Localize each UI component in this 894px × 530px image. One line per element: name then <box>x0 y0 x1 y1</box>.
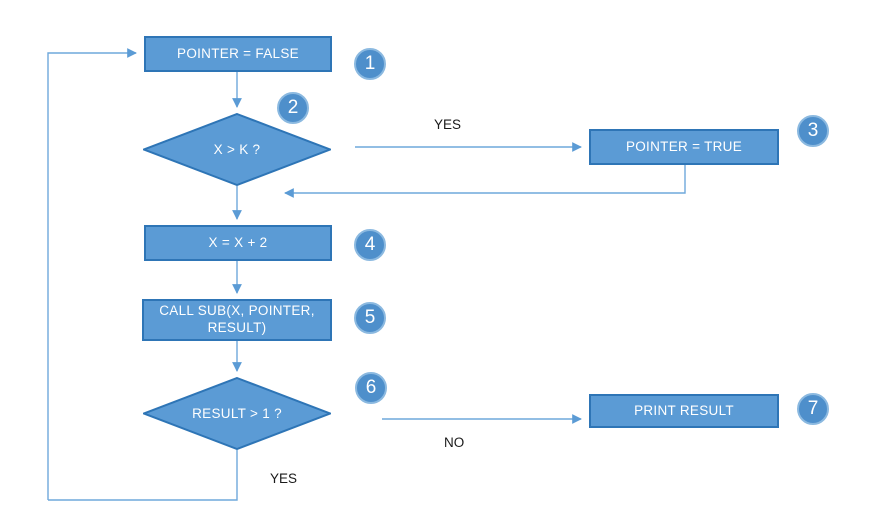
step-badge-number: 5 <box>364 307 376 328</box>
step-badge-7: 7 <box>797 393 829 425</box>
node-call-sub[interactable]: CALL SUB(X, POINTER, RESULT) <box>142 299 332 341</box>
step-badge-number: 1 <box>364 53 376 74</box>
step-badge-number: 2 <box>287 97 299 118</box>
edge-n3-return <box>284 165 686 198</box>
node-x-plus-2[interactable]: X = X + 2 <box>144 225 332 261</box>
node-label: POINTER = FALSE <box>177 45 299 61</box>
node-label: X = X + 2 <box>208 234 268 250</box>
edge-loop-return <box>47 48 137 500</box>
node-label: PRINT RESULT <box>634 402 734 418</box>
diamond-shape <box>143 377 331 450</box>
step-badge-number: 6 <box>365 377 377 398</box>
node-label: POINTER = TRUE <box>625 138 743 154</box>
step-badge-number: 4 <box>364 234 376 255</box>
step-badge-2: 2 <box>277 92 309 124</box>
node-label: CALL SUB(X, POINTER, RESULT) <box>159 303 315 335</box>
step-badge-number: 7 <box>807 398 819 419</box>
node-print-result[interactable]: PRINT RESULT <box>589 394 779 428</box>
step-badge-3: 3 <box>797 115 829 147</box>
edge-label-yes-loop: YES <box>270 471 298 486</box>
step-badge-5: 5 <box>354 302 386 334</box>
edge-label-no: NO <box>444 435 465 450</box>
edge-label-yes-top: YES <box>434 117 462 132</box>
node-x-greater-k[interactable]: X > K ? <box>143 113 331 186</box>
edge-yes-loop <box>48 450 238 501</box>
node-pointer-false[interactable]: POINTER = FALSE <box>144 36 332 72</box>
node-pointer-true[interactable]: POINTER = TRUE <box>589 129 779 165</box>
node-result-greater-1[interactable]: RESULT > 1 ? <box>143 377 331 450</box>
step-badge-6: 6 <box>355 372 387 404</box>
step-badge-4: 4 <box>354 229 386 261</box>
step-badge-number: 3 <box>807 120 819 141</box>
step-badge-1: 1 <box>354 48 386 80</box>
diamond-shape <box>143 113 331 186</box>
